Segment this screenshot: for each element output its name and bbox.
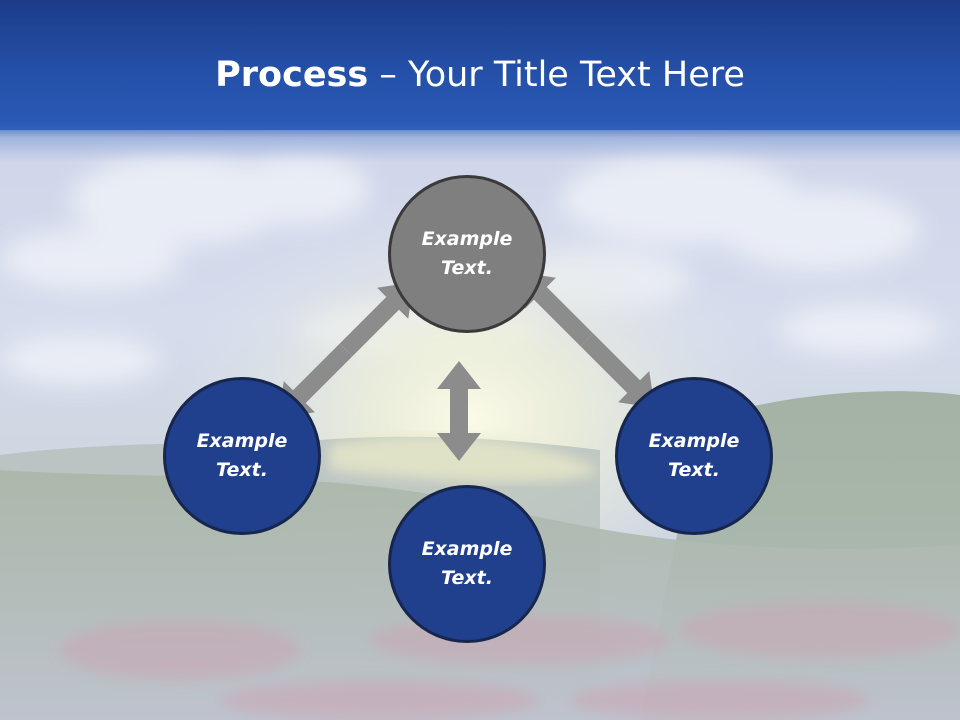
title-bold-part: Process bbox=[215, 55, 369, 95]
process-node-bottom-label: Example Text. bbox=[421, 538, 513, 589]
process-node-left-label: Example Text. bbox=[196, 430, 288, 481]
slide-title: Process – Your Title Text Here bbox=[0, 50, 960, 100]
title-rest: Your Title Text Here bbox=[407, 55, 745, 95]
title-separator: – bbox=[368, 55, 408, 95]
arrow-top-right bbox=[519, 272, 655, 408]
process-node-right-label: Example Text. bbox=[648, 430, 740, 481]
process-node-right: Example Text. bbox=[615, 377, 773, 535]
process-node-top-label: Example Text. bbox=[421, 228, 513, 279]
title-bar bbox=[0, 0, 960, 130]
title-bar-fade bbox=[0, 122, 960, 162]
process-node-bottom: Example Text. bbox=[388, 485, 546, 643]
arrow-vertical bbox=[437, 361, 481, 461]
process-node-left: Example Text. bbox=[163, 377, 321, 535]
process-node-top: Example Text. bbox=[388, 175, 546, 333]
